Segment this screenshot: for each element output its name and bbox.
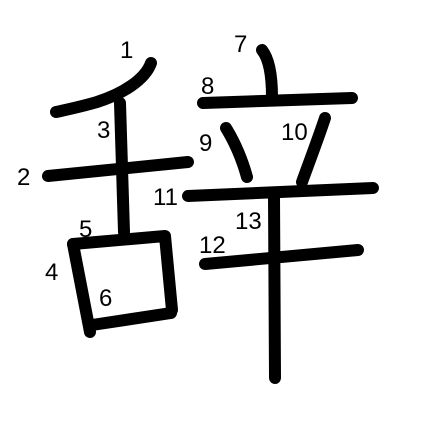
stroke-number-13: 13 (235, 208, 262, 235)
stroke-11 (182, 182, 379, 202)
stroke-7 (256, 44, 278, 103)
stroke-number-10: 10 (281, 119, 308, 146)
stroke-number-7: 7 (234, 31, 247, 58)
stroke-1 (50, 57, 157, 118)
stroke-number-1: 1 (120, 37, 133, 64)
stroke-4 (67, 238, 96, 338)
stroke-number-3: 3 (97, 117, 110, 144)
stroke-number-9: 9 (199, 130, 212, 157)
stroke-number-4: 4 (45, 259, 58, 286)
stroke-number-5: 5 (79, 216, 92, 243)
stroke-number-2: 2 (17, 164, 30, 191)
stroke-5 (67, 230, 178, 316)
stroke-number-8: 8 (201, 73, 214, 100)
stroke-12 (199, 244, 364, 270)
stroke-8 (197, 92, 358, 109)
stroke-number-12: 12 (199, 232, 226, 259)
stroke-10 (296, 112, 331, 188)
stroke-6 (86, 307, 177, 331)
stroke-number-6: 6 (99, 285, 112, 312)
stroke-number-11: 11 (153, 184, 178, 211)
stroke-13 (268, 190, 281, 384)
stroke-9 (220, 122, 253, 183)
stroke-3 (114, 97, 130, 238)
